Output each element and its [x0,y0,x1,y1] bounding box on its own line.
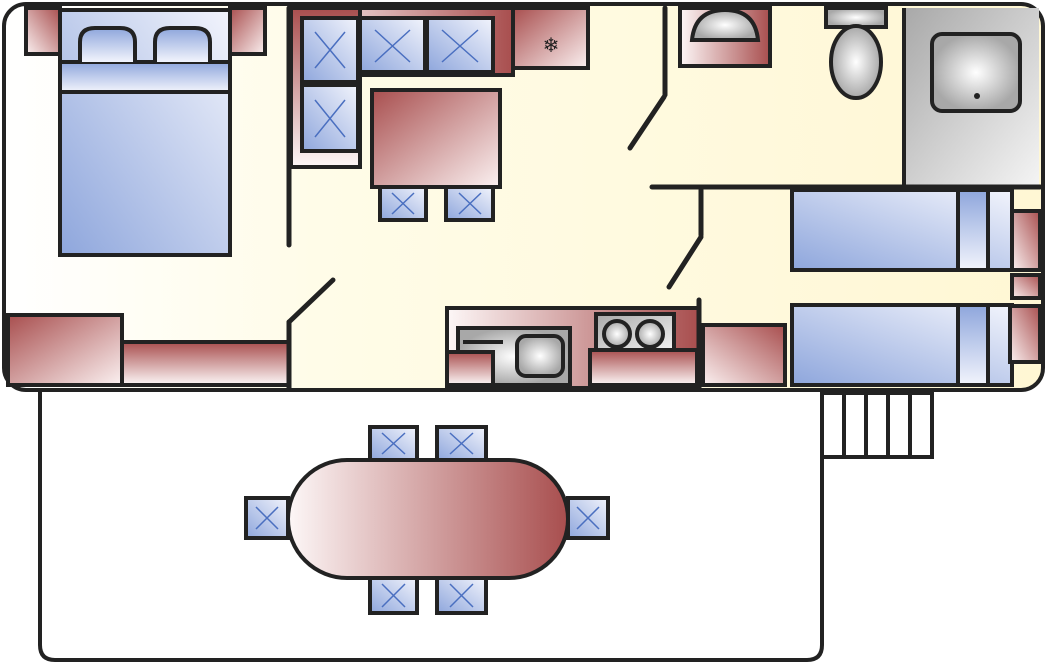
cabinet [588,348,699,387]
master-bedroom [6,6,291,387]
oval-table [286,458,570,580]
snowflake-icon: ❄ [543,33,560,57]
nightstand [1008,304,1042,364]
nightstand-right [228,6,267,56]
toilet-bowl [829,24,883,100]
kitchen: ❄ [289,6,787,390]
pillow-icon [153,26,212,62]
nightstand-left [24,6,62,56]
bed-headband [58,60,232,94]
nightstand [1010,209,1042,272]
door[interactable] [286,277,336,325]
dining-table [370,88,502,189]
terrace-dining-set [244,425,610,615]
wardrobe [6,313,124,387]
dresser [120,340,291,387]
burner [602,319,632,349]
bathroom [678,6,1039,187]
nightstand [1010,273,1042,300]
shower-tray [930,32,1022,113]
twin-bedroom [790,188,1042,387]
fridge [511,6,590,70]
entrance-steps [820,391,934,459]
burner [635,319,665,349]
door[interactable] [666,234,704,290]
cabinet [701,323,787,387]
pillow-icon [78,26,137,62]
bench-seat [300,16,495,153]
door[interactable] [627,94,667,151]
cabinet [445,350,495,387]
